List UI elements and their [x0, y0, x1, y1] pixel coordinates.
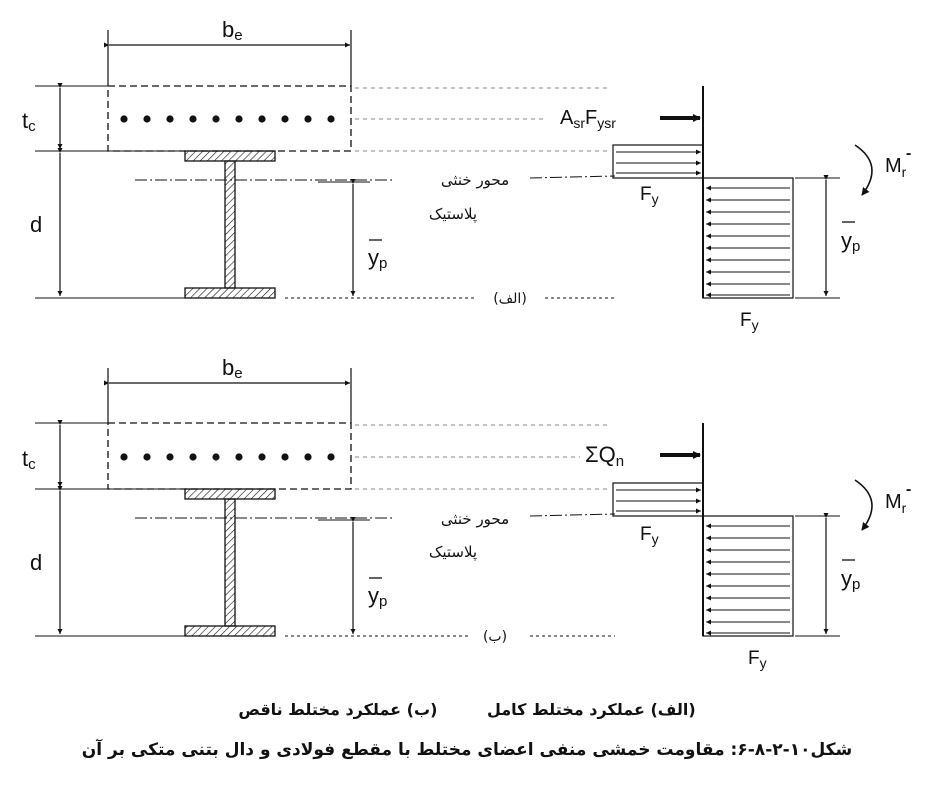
tc-label: tc: [22, 108, 36, 135]
panel-tag: (ب): [483, 629, 507, 645]
force-top-label: AsrFysr: [560, 107, 616, 131]
be-label: be: [222, 17, 243, 44]
fy-mid-label: Fy: [640, 184, 659, 207]
compression-block: [612, 144, 704, 179]
neutral-axis-label-line2: پلاستیک: [429, 543, 477, 562]
panel-tag: (الف): [493, 291, 527, 307]
steel-i-beam: [184, 488, 276, 637]
panel-full-composite: be tc d محور خنثی پلاستیک: [22, 17, 911, 333]
be-label: be: [222, 355, 243, 382]
tc-label: tc: [22, 446, 36, 473]
legend-partial: (ب) عملکرد مختلط ناقص: [238, 700, 438, 719]
legend-line: (الف) عملکرد مختلط کامل (ب) عملکرد مختلط…: [0, 700, 934, 719]
force-top-label: ΣQn: [585, 442, 624, 470]
moment-arrow: [854, 479, 873, 531]
reinforcement-bars: [120, 115, 335, 123]
moment-arrow: [854, 144, 873, 196]
neutral-axis-label-line1: محور خنثی: [441, 510, 509, 528]
legend-full: (الف) عملکرد مختلط کامل: [486, 700, 696, 719]
moment-label: Mr: [885, 491, 907, 516]
neutral-axis-label-line1: محور خنثی: [441, 171, 509, 189]
fy-bottom-label: Fy: [748, 648, 767, 671]
steel-i-beam: [184, 150, 276, 299]
reinforcement-bars: [120, 453, 335, 461]
yp-label-right: yp: [841, 228, 860, 255]
moment-sup: -: [906, 481, 911, 498]
d-label: d: [30, 212, 42, 237]
compression-block: [612, 482, 704, 517]
yp-label-right: yp: [841, 566, 860, 593]
yp-label-left: yp: [368, 583, 387, 610]
panel-partial-composite: be tc d محور خنثی پلاستیک yp (ب): [22, 355, 911, 671]
figure-caption: شکل۱۰-۲-۸-۶: مقاومت خمشی منفی اعضای مختل…: [81, 740, 853, 760]
neutral-axis-label-line2: پلاستیک: [429, 205, 477, 224]
d-label: d: [30, 550, 42, 575]
yp-label-left: yp: [368, 245, 387, 272]
tension-block: [702, 515, 794, 637]
fy-mid-label: Fy: [640, 524, 659, 547]
moment-sup: -: [906, 145, 911, 162]
moment-label: Mr: [885, 155, 907, 180]
fy-bottom-label: Fy: [740, 310, 759, 333]
tension-block: [702, 177, 794, 299]
